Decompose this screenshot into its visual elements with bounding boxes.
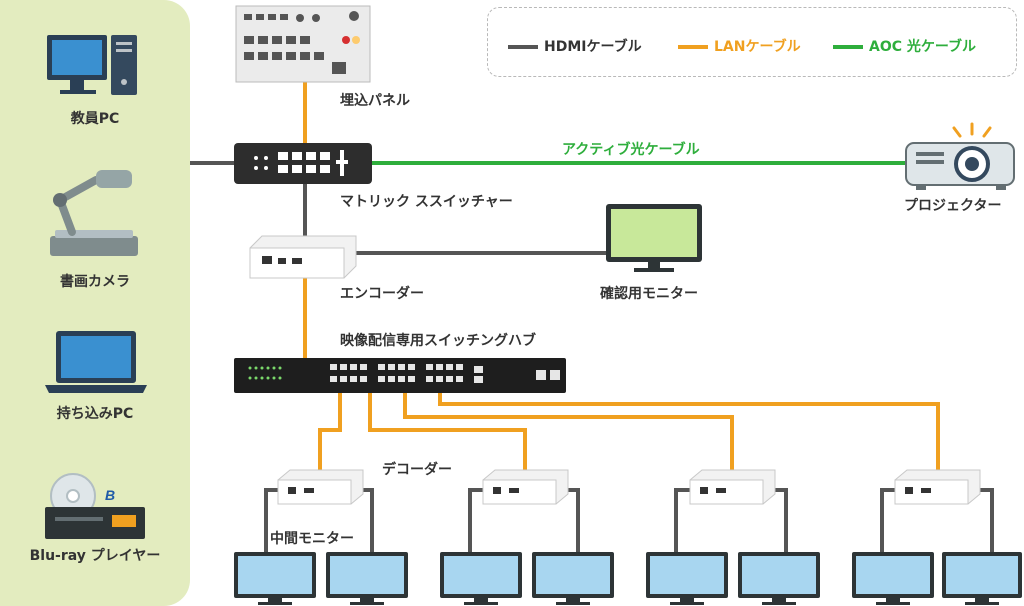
label-bluray-player: Blu-ray プレイヤー xyxy=(29,548,161,564)
laptop-icon xyxy=(45,331,147,393)
middle-monitor-icon-6 xyxy=(738,552,820,605)
legend-line-aoc xyxy=(833,45,863,49)
svg-text:B: B xyxy=(105,487,115,503)
middle-monitor-icon-7 xyxy=(852,552,934,605)
legend-label-lan: LANケーブル xyxy=(714,39,801,55)
desktop-pc-icon xyxy=(47,35,137,95)
lan-cable-decoder-1 xyxy=(318,393,342,470)
lan-cable-decoder-4 xyxy=(438,393,940,470)
middle-monitor-icon-3 xyxy=(440,552,522,605)
legend-label-hdmi: HDMIケーブル xyxy=(544,39,642,55)
legend-label-aoc: AOC 光ケーブル xyxy=(869,39,977,55)
label-decoder: デコーダー xyxy=(382,462,452,478)
decoder-icon-3 xyxy=(689,469,776,505)
label-matrix-switcher: マトリック ススイッチャー xyxy=(340,194,513,210)
legend-item-hdmi: HDMIケーブル xyxy=(508,36,642,56)
label-active-optical-cable: アクティブ光ケーブル xyxy=(562,142,700,158)
matrix-switcher-icon xyxy=(234,143,372,184)
hdmi-cables-decoders xyxy=(264,488,994,552)
label-embedded-panel: 埋込パネル xyxy=(340,93,410,109)
legend: HDMIケーブル LANケーブル AOC 光ケーブル xyxy=(487,7,1017,77)
lan-cable-decoder-3 xyxy=(403,393,734,470)
confirmation-monitor-icon xyxy=(606,204,702,272)
legend-line-hdmi xyxy=(508,45,538,49)
encoder-icon xyxy=(249,235,357,279)
middle-monitor-icon-8 xyxy=(942,552,1022,605)
bluray-player-icon: B xyxy=(45,473,145,539)
embedded-panel-icon xyxy=(235,5,371,83)
legend-item-aoc: AOC 光ケーブル xyxy=(833,36,976,56)
legend-item-lan: LANケーブル xyxy=(678,36,801,56)
source-panel xyxy=(0,0,190,606)
switching-hub-icon xyxy=(234,358,566,393)
label-document-camera: 書画カメラ xyxy=(60,274,130,290)
projector-icon xyxy=(905,122,1015,190)
middle-monitor-icon-4 xyxy=(532,552,614,605)
document-camera-icon xyxy=(50,170,138,256)
decoder-icon-4 xyxy=(894,469,981,505)
middle-monitor-icon-5 xyxy=(646,552,728,605)
decoder-icon-2 xyxy=(482,469,569,505)
label-confirmation-monitor: 確認用モニター xyxy=(600,286,698,302)
middle-monitor-icon-2 xyxy=(326,552,408,605)
lan-cable-decoder-2 xyxy=(368,393,527,470)
label-middle-monitor: 中間モニター xyxy=(270,531,354,547)
legend-line-lan xyxy=(678,45,708,49)
label-switching-hub: 映像配信専用スイッチングハブ xyxy=(340,333,536,349)
label-teacher-pc: 教員PC xyxy=(70,111,120,127)
label-projector: プロジェクター xyxy=(904,198,1002,214)
label-laptop-pc: 持ち込みPC xyxy=(56,406,134,422)
label-encoder: エンコーダー xyxy=(340,286,424,302)
decoder-icon-1 xyxy=(277,469,364,505)
middle-monitor-icon-1 xyxy=(234,552,316,605)
